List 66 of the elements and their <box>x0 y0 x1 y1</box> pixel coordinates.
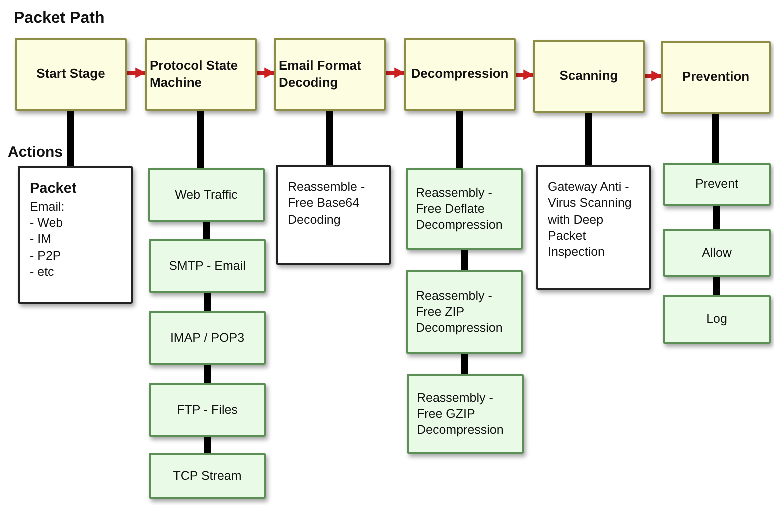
connector-line <box>714 206 720 229</box>
action-box <box>663 295 771 344</box>
box-text: Email: <box>30 198 65 216</box>
action-box <box>149 453 266 499</box>
connector-line <box>462 354 468 374</box>
connector-line <box>204 365 212 383</box>
box-text: - Web <box>30 215 64 232</box>
action-box <box>663 163 771 206</box>
action-box <box>148 168 265 222</box>
arrow <box>516 70 534 80</box>
connector-line <box>714 277 720 295</box>
box-text: Prevention <box>682 69 750 86</box>
connector-line <box>198 111 204 168</box>
connector-line <box>326 111 334 165</box>
stage-box <box>145 38 257 111</box>
box-text: Prevent <box>695 176 739 193</box>
box-text: - P2P <box>30 248 62 264</box>
connector-line <box>204 222 210 239</box>
box-text: Allow <box>702 244 732 262</box>
box-text: - etc <box>30 264 54 280</box>
stage-box <box>15 38 127 111</box>
stage-box <box>404 38 516 111</box>
box-text: Decompression <box>411 66 509 83</box>
connector-line <box>712 114 720 163</box>
connector-line <box>68 111 74 166</box>
box-text: SMTP - Email <box>169 258 246 274</box>
box-text: Start Stage <box>36 66 106 83</box>
box-text: Protocol State Machine <box>150 58 240 92</box>
action-box <box>149 311 266 365</box>
action-box <box>149 239 266 293</box>
note-box <box>536 165 651 290</box>
action-box <box>663 229 771 277</box>
action-box <box>149 383 266 437</box>
box-text: Reassemble - Free Base64 Decoding <box>288 179 366 228</box>
box-text: Reassembly - Free GZIP Decompression <box>417 390 505 438</box>
action-box <box>406 168 523 250</box>
action-box <box>407 374 524 454</box>
box-text: Email Format Decoding <box>279 58 362 92</box>
arrow <box>645 70 662 82</box>
box-text: Log <box>706 311 728 328</box>
note-box <box>18 166 133 304</box>
box-text: Scanning <box>560 68 618 85</box>
box-text: Web Traffic <box>175 186 238 204</box>
box-heading: Packet <box>30 180 77 199</box>
section-label: Actions <box>8 144 64 161</box>
stage-box <box>274 38 386 111</box>
box-text: IMAP / POP3 <box>170 330 245 346</box>
connector-line <box>462 250 468 270</box>
box-text: TCP Stream <box>173 468 242 484</box>
diagram-title: Packet Path <box>14 10 105 28</box>
stage-box <box>533 40 645 113</box>
arrow <box>127 68 146 78</box>
box-text: Reassembly - Free ZIP Decompression <box>416 288 504 336</box>
box-text: Gateway Anti - Virus Scanning with Deep Packet Inspection <box>548 179 633 260</box>
box-text: Reassembly - Free Deflate Decompression <box>416 184 504 234</box>
action-box <box>406 270 523 354</box>
arrow <box>257 68 276 78</box>
box-text: - IM <box>30 231 52 248</box>
connector-line <box>204 437 212 453</box>
note-box <box>276 165 391 265</box>
arrow <box>386 68 406 78</box>
connector-line <box>204 293 212 311</box>
connector-line <box>456 111 464 168</box>
connector-line <box>586 113 592 165</box>
stage-box <box>661 41 771 114</box>
box-text: FTP - Files <box>177 402 238 418</box>
